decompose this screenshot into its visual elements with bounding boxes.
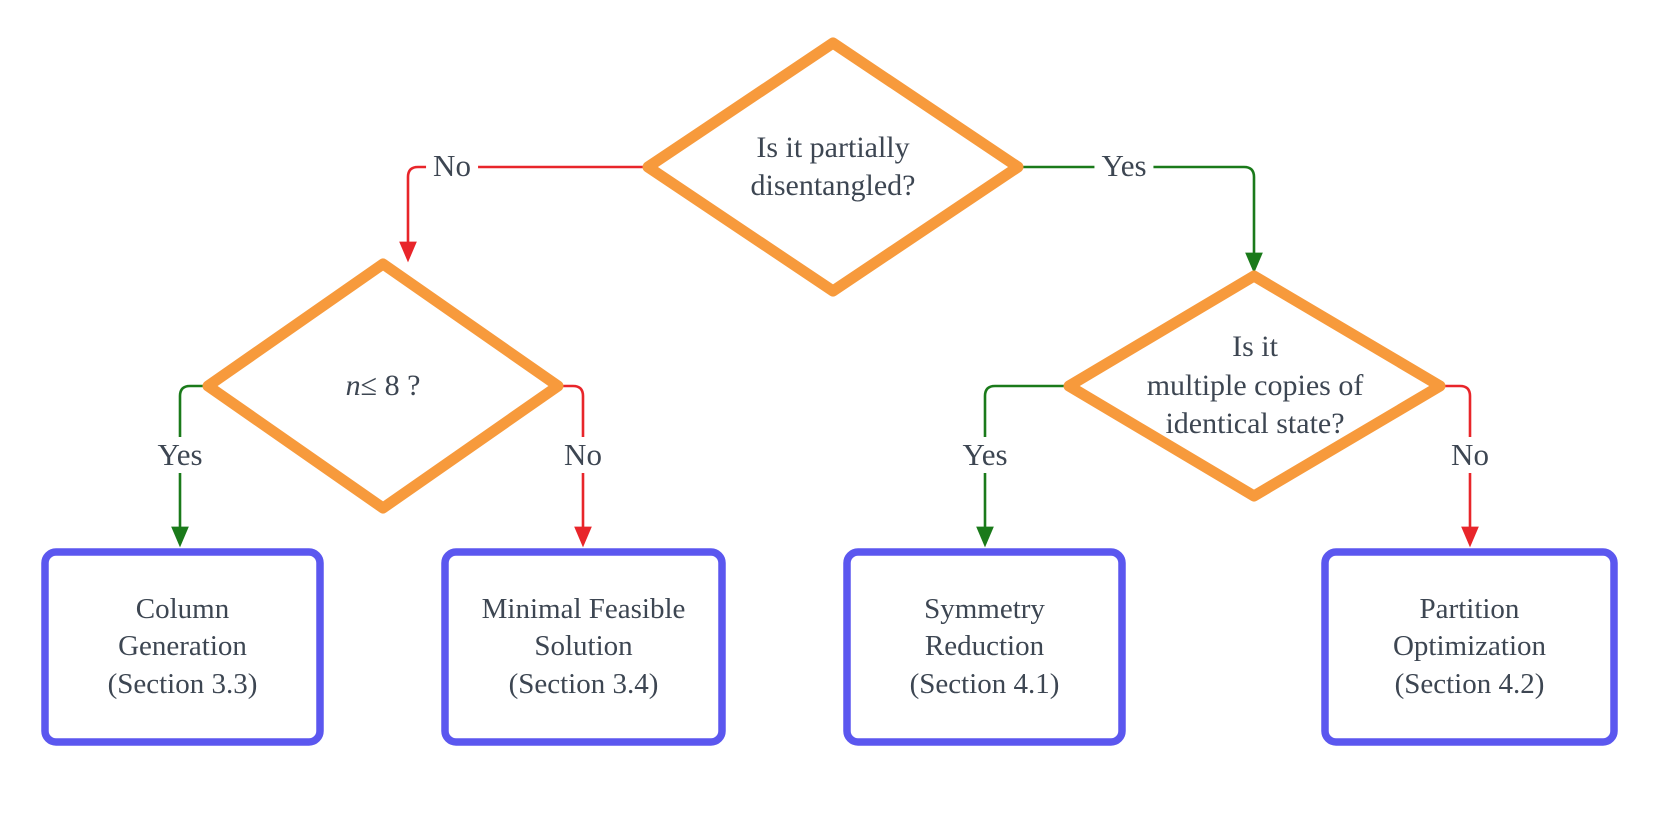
edge-label-right-yes: Yes (955, 437, 1015, 473)
edge-root-yes (1016, 165, 1263, 274)
edge-label-right-no: No (1444, 437, 1496, 473)
edge-label-root-no: No (426, 148, 478, 184)
decision-right-shape (1063, 270, 1446, 502)
terminal-column-generation-shape (41, 548, 324, 746)
edge-right-no (1438, 384, 1479, 548)
terminal-symmetry-reduction-shape (843, 548, 1126, 746)
terminal-partition-optimization-shape (1321, 548, 1618, 746)
edge-right-yes (976, 384, 1071, 548)
edge-label-left-yes: Yes (150, 437, 210, 473)
edge-root-no (399, 165, 650, 263)
decision-root-shape (642, 37, 1024, 297)
edge-left-yes (171, 384, 210, 548)
edge-label-root-yes: Yes (1094, 148, 1154, 184)
terminal-minimal-feasible-shape (441, 548, 726, 746)
edge-left-no (556, 384, 592, 548)
decision-left-shape (202, 258, 564, 514)
edge-label-left-no: No (557, 437, 609, 473)
